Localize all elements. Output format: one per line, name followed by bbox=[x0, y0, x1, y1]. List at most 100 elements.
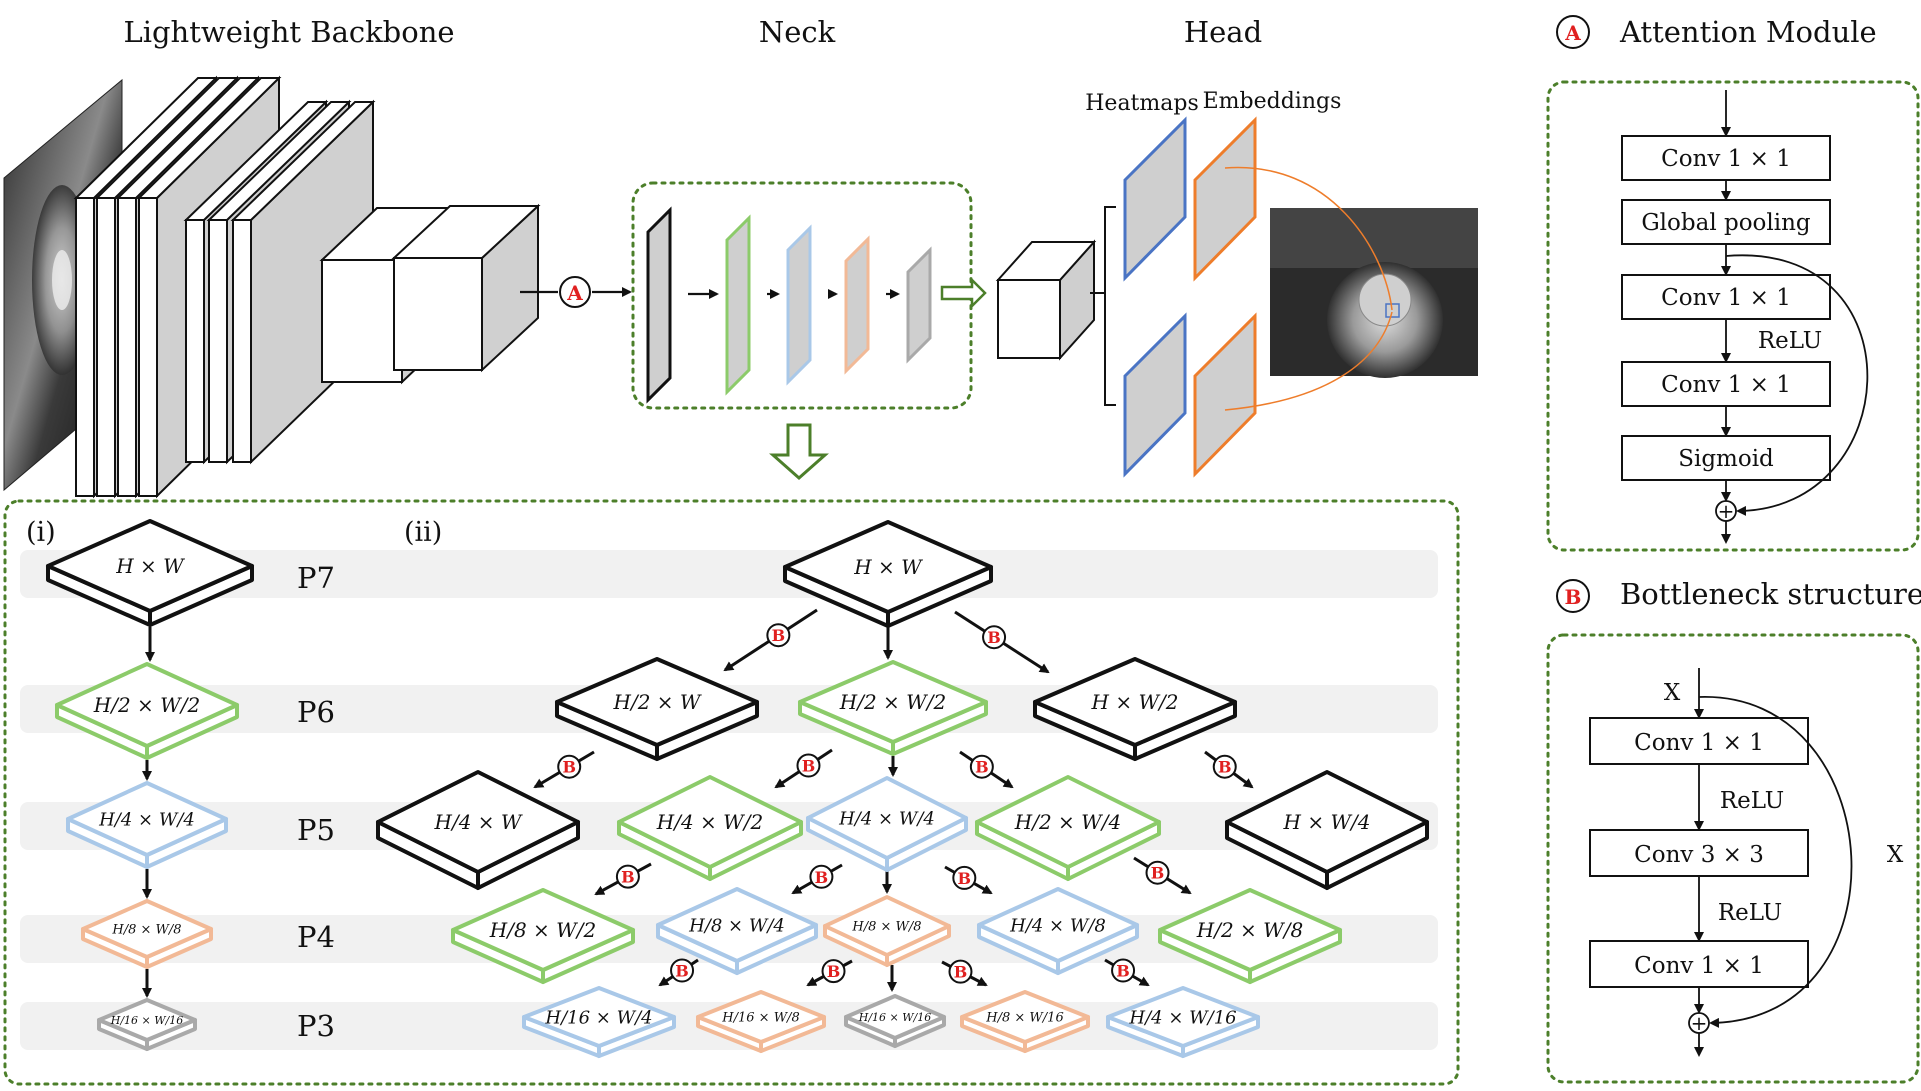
level-label-p3: P3 bbox=[297, 1009, 335, 1043]
neck-plate-4 bbox=[844, 235, 870, 375]
band-p7 bbox=[20, 550, 1438, 598]
b-arrow-p4-p3-4-badge: B bbox=[1116, 962, 1130, 981]
attn-block-label-3: Conv 1 × 1 bbox=[1661, 285, 1791, 311]
b-arrow-p5-p4-4-badge: B bbox=[1151, 864, 1165, 883]
attn-block-1: Conv 1 × 1 bbox=[1621, 135, 1831, 181]
b-arrow-p4-p3-2-badge: B bbox=[827, 962, 841, 981]
b-arrow-p6-p5-1-badge: B bbox=[562, 758, 576, 777]
single-path-node-p5: H/4 × W/4 bbox=[66, 781, 228, 869]
attn-relu-label: ReLU bbox=[1758, 328, 1822, 354]
b-arrow-p4-p3-1-badge: B bbox=[675, 962, 689, 981]
b-arrow-p4-p3-4: B bbox=[1104, 958, 1150, 987]
attn-block-label-5: Sigmoid bbox=[1678, 446, 1774, 472]
grid-node-p7-1-label: H × W bbox=[853, 555, 923, 579]
neck-plate-1 bbox=[646, 206, 672, 404]
grid-node-p3-3-label: H/16 × W/16 bbox=[858, 1011, 932, 1024]
grid-node-p5-2: H/4 × W/2 bbox=[617, 775, 803, 881]
single-path-node-p6-label: H/2 × W/2 bbox=[93, 693, 200, 717]
bottleneck-container bbox=[1546, 633, 1920, 1084]
embedding-top bbox=[1193, 116, 1257, 282]
b-arrow-p6-p5-2: B bbox=[774, 748, 833, 789]
panel-i-label: (i) bbox=[26, 517, 56, 548]
head-cube bbox=[995, 239, 1097, 361]
bottleneck-header: B Bottleneck structure bbox=[1556, 577, 1921, 613]
b-arrow-p6-p5-4: B bbox=[1204, 750, 1254, 789]
neck-plate-3 bbox=[786, 224, 812, 386]
head-bracket bbox=[1090, 206, 1116, 406]
grid-node-p6-2: H/2 × W/2 bbox=[798, 660, 988, 756]
b-arrow-p7-p6-left-badge: B bbox=[772, 626, 786, 645]
heatmap-bottom bbox=[1123, 312, 1187, 478]
b-arrow-p7-p6-right-badge: B bbox=[987, 628, 1001, 647]
grid-node-p4-1: H/8 × W/2 bbox=[451, 888, 635, 984]
bn-input-label: X bbox=[1664, 680, 1681, 706]
attn-block-5: Sigmoid bbox=[1621, 435, 1831, 481]
bn-block-label-3: Conv 1 × 1 bbox=[1634, 953, 1764, 979]
bn-skip-connection bbox=[1698, 696, 1853, 1028]
grid-node-p5-5-label: H × W/4 bbox=[1283, 810, 1371, 834]
grid-node-p4-3: H/8 × W/8 bbox=[823, 895, 951, 967]
grid-node-p6-3-label: H × W/2 bbox=[1091, 690, 1179, 714]
grid-node-p5-4: H/2 × W/4 bbox=[975, 775, 1161, 881]
neck-plate-5 bbox=[906, 246, 932, 364]
head-title: Head bbox=[1184, 15, 1262, 49]
b-arrow-p5-p4-1-badge: B bbox=[621, 868, 635, 887]
single-path-node-p7: H × W bbox=[46, 519, 254, 627]
grid-node-p5-5: H × W/4 bbox=[1225, 770, 1429, 890]
attn-plus-sign: + bbox=[1718, 499, 1735, 523]
b-arrow-p6-p5-2-badge: B bbox=[802, 757, 816, 776]
b-arrow-p5-p4-3-badge: B bbox=[958, 869, 972, 888]
grid-node-p5-4-label: H/2 × W/4 bbox=[1014, 810, 1121, 834]
grid-node-p3-3: H/16 × W/16 bbox=[844, 994, 946, 1048]
b-arrow-p5-p4-4: B bbox=[1133, 856, 1192, 895]
neck-to-head-arrow bbox=[940, 276, 987, 310]
bn-block-2: Conv 3 × 3 bbox=[1589, 829, 1809, 877]
single-path-node-p6: H/2 × W/2 bbox=[55, 662, 239, 760]
grid-node-p4-4-label: H/4 × W/8 bbox=[1009, 915, 1106, 936]
svg-text:A: A bbox=[1564, 21, 1581, 45]
backbone-layers bbox=[73, 75, 541, 499]
grid-node-p3-1: H/16 × W/4 bbox=[522, 986, 676, 1058]
grid-node-p5-3: H/4 × W/4 bbox=[806, 776, 968, 872]
grid-node-p4-4: H/4 × W/8 bbox=[977, 887, 1139, 975]
embeddings-label: Embeddings bbox=[1203, 89, 1342, 114]
grid-node-p5-1-label: H/4 × W bbox=[434, 810, 523, 834]
embedding-link-top bbox=[1224, 166, 1393, 311]
level-label-p7: P7 bbox=[297, 561, 335, 595]
grid-node-p3-4-label: H/8 × W/16 bbox=[985, 1011, 1063, 1026]
b-arrow-p5-p4-2-badge: B bbox=[815, 868, 829, 887]
level-label-p4: P4 bbox=[297, 920, 335, 954]
grid-node-p6-3: H × W/2 bbox=[1033, 657, 1237, 761]
bn-block-label-2: Conv 3 × 3 bbox=[1634, 842, 1764, 868]
svg-text:B: B bbox=[1565, 585, 1582, 609]
single-path-node-p3-label: H/16 × W/16 bbox=[110, 1014, 184, 1027]
bn-skip-label: X bbox=[1887, 842, 1904, 868]
grid-node-p6-2-label: H/2 × W/2 bbox=[839, 690, 946, 714]
neck-feature-maps bbox=[646, 206, 932, 404]
single-path-node-p4-label: H/8 × W/8 bbox=[111, 923, 181, 938]
neck-plate-2 bbox=[725, 214, 751, 396]
grid-node-p6-1-label: H/2 × W bbox=[613, 690, 702, 714]
b-arrow-p6-p5-1: B bbox=[533, 750, 595, 789]
attn-block-label-4: Conv 1 × 1 bbox=[1661, 372, 1791, 398]
bn-plus-node: + bbox=[1688, 1011, 1710, 1035]
grid-node-p3-2: H/16 × W/8 bbox=[696, 990, 826, 1053]
grid-node-p4-5-label: H/2 × W/8 bbox=[1196, 918, 1303, 942]
grid-node-p4-2-label: H/8 × W/4 bbox=[688, 915, 785, 936]
backbone-title: Lightweight Backbone bbox=[123, 15, 454, 49]
head-output-maps bbox=[1123, 116, 1257, 478]
b-arrow-p6-p5-3: B bbox=[959, 750, 1014, 789]
level-label-p6: P6 bbox=[297, 695, 335, 729]
b-arrow-p4-p3-2: B bbox=[806, 959, 853, 987]
attn-block-label-1: Conv 1 × 1 bbox=[1661, 146, 1791, 172]
heatmaps-label: Heatmaps bbox=[1085, 91, 1199, 116]
grid-node-p4-1-label: H/8 × W/2 bbox=[489, 918, 596, 942]
single-path-column: H × W H/2 × W/2H/4 × W/4H/8 × W/8H/16 × W… bbox=[46, 519, 254, 1051]
neck-expand-arrow bbox=[769, 423, 829, 481]
attn-block-3: Conv 1 × 1 bbox=[1621, 274, 1831, 320]
grid-node-p3-5-label: H/4 × W/16 bbox=[1128, 1007, 1236, 1028]
